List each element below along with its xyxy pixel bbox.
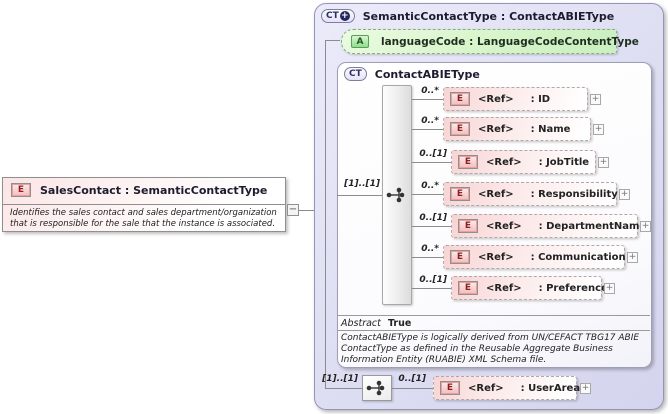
- connector: [325, 40, 340, 41]
- root-element-annotation: Identifies the sales contact and sales d…: [10, 208, 277, 229]
- element-icon: E: [450, 122, 470, 136]
- connector: [412, 129, 443, 130]
- element-icon: E: [11, 183, 31, 197]
- divider: [3, 204, 285, 205]
- element-icon: E: [458, 155, 478, 169]
- base-type-annotation: ContactABIEType is logically derived fro…: [341, 333, 640, 365]
- divider: [337, 315, 650, 316]
- expand-button[interactable]: +: [590, 94, 601, 105]
- element-icon: E: [450, 187, 470, 201]
- connector: [412, 162, 451, 163]
- expand-button[interactable]: +: [619, 189, 630, 200]
- root-element-box[interactable]: E SalesContact : SemanticContactType Ide…: [2, 177, 286, 232]
- element-ref-responsibility[interactable]: E <Ref> : Responsibility: [443, 182, 618, 206]
- cardinality-label: 0..[1]: [398, 374, 426, 384]
- cardinality-label: 0..*: [421, 116, 439, 126]
- expand-button[interactable]: +: [580, 383, 591, 394]
- sequence-cardinality-label: [1]..[1]: [322, 374, 358, 384]
- attribute-label: languageCode : LanguageCodeContentType: [381, 35, 639, 48]
- element-ref-id[interactable]: E <Ref> : ID: [443, 87, 588, 111]
- connector: [412, 226, 451, 227]
- element-icon: E: [458, 219, 478, 233]
- connector: [412, 194, 443, 195]
- connector: [325, 40, 326, 388]
- abstract-facet-value: True: [388, 318, 412, 329]
- expand-button[interactable]: +: [593, 124, 604, 135]
- expand-button[interactable]: +: [598, 157, 609, 168]
- sequence-cardinality-label: [1]..[1]: [344, 179, 380, 189]
- element-ref-preference[interactable]: E <Ref> : Preference: [451, 276, 608, 300]
- sequence-compositor[interactable]: [362, 375, 392, 401]
- collapse-button[interactable]: −: [287, 204, 299, 216]
- expand-button[interactable]: +: [604, 283, 615, 294]
- base-type-title: ContactABIEType: [374, 67, 480, 81]
- cardinality-label: 0..*: [421, 86, 439, 96]
- element-icon: E: [440, 381, 460, 395]
- attribute-language-code[interactable]: A languageCode : LanguageCodeContentType: [341, 29, 639, 54]
- plus-badge-icon: +: [339, 11, 350, 21]
- connector: [337, 195, 382, 196]
- sequence-icon[interactable]: [386, 187, 408, 203]
- divider: [337, 330, 650, 331]
- panel-title: SemanticContactType : ContactABIEType: [362, 9, 615, 23]
- element-icon: E: [450, 250, 470, 264]
- cardinality-label: 0..[1]: [419, 213, 447, 223]
- expand-button[interactable]: +: [640, 221, 651, 232]
- sequence-icon: [366, 380, 385, 396]
- element-ref-communication[interactable]: E <Ref> : Communication: [443, 245, 626, 269]
- connector: [412, 288, 451, 289]
- cardinality-label: 0..*: [421, 244, 439, 254]
- element-icon: E: [450, 92, 470, 106]
- complex-type-icon: CT: [344, 67, 367, 81]
- attribute-icon: A: [351, 35, 369, 48]
- element-icon: E: [458, 281, 478, 295]
- expand-button[interactable]: +: [627, 252, 638, 263]
- cardinality-label: 0..*: [421, 181, 439, 191]
- cardinality-label: 0..[1]: [419, 149, 447, 159]
- cardinality-label: 0..[1]: [419, 275, 447, 285]
- element-ref-userarea[interactable]: E <Ref> : UserArea: [433, 376, 580, 400]
- complex-type-extension-icon: CT+: [321, 9, 355, 23]
- root-element-title: SalesContact : SemanticContactType: [40, 183, 268, 197]
- abstract-facet-label: Abstract: [341, 318, 381, 329]
- connector: [412, 257, 443, 258]
- connector: [412, 99, 443, 100]
- connector: [325, 388, 362, 389]
- element-ref-departmentname[interactable]: E <Ref> : DepartmentName: [451, 214, 646, 238]
- element-ref-name[interactable]: E <Ref> : Name: [443, 117, 591, 141]
- element-ref-jobtitle[interactable]: E <Ref> : JobTitle: [451, 150, 596, 174]
- connector: [392, 388, 433, 389]
